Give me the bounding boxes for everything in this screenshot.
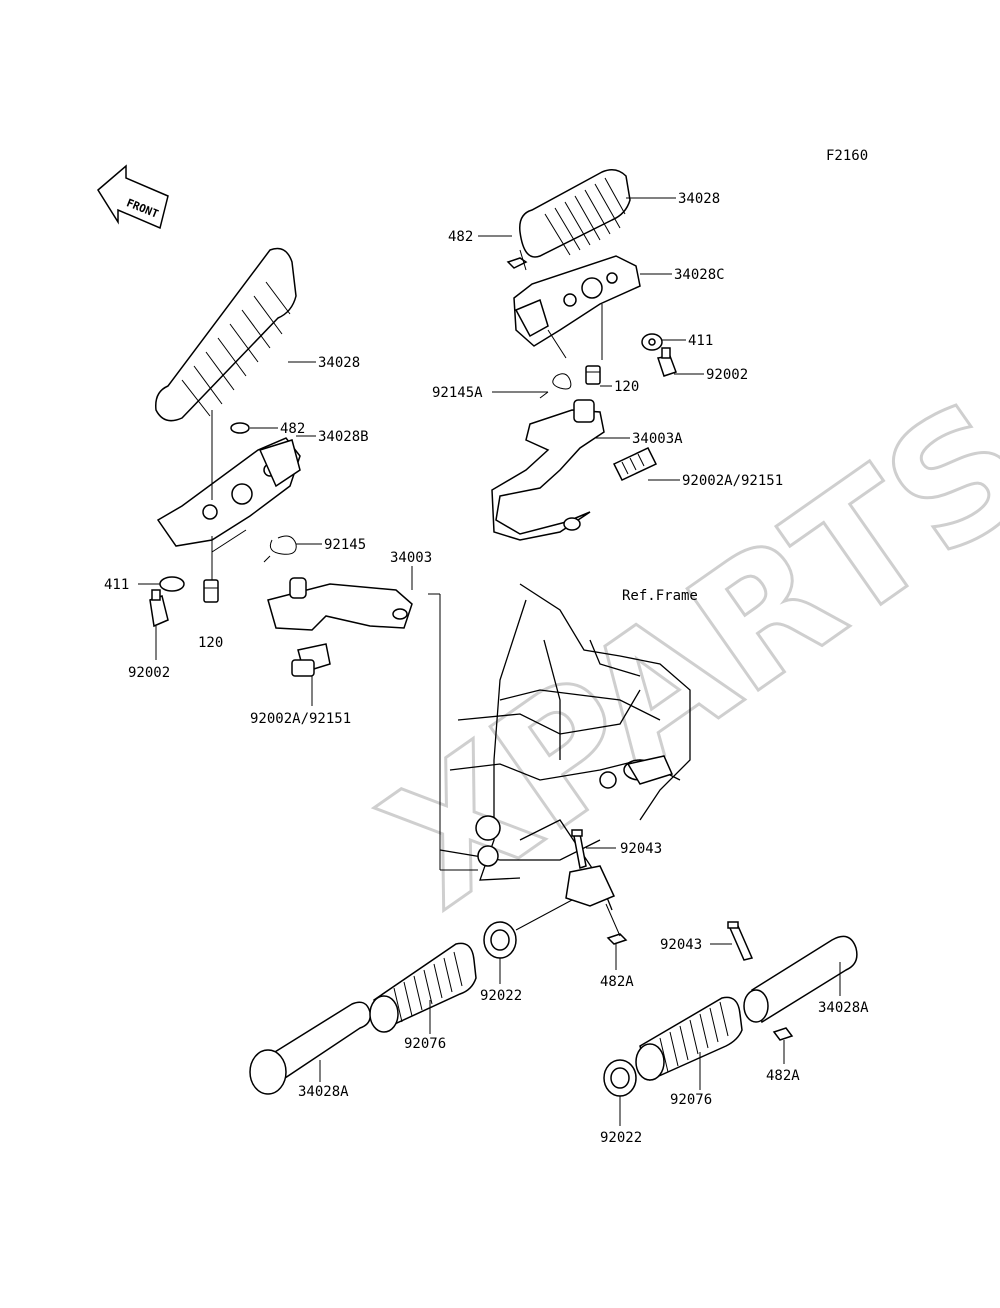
callout-34028C: 34028C (674, 267, 725, 283)
callout-92002A-right: 92002A/92151 (682, 473, 783, 489)
callout-34028B: 34028B (318, 429, 369, 445)
watermark: XPARTS (351, 363, 1000, 946)
front-arrow-icon: FRONT (97, 164, 169, 230)
callout-482A-center: 482A (600, 974, 634, 990)
callout-92145: 92145 (324, 537, 366, 553)
footpeg-bracket-34028B[interactable] (156, 437, 301, 547)
callout-411-right: 411 (688, 333, 713, 349)
callout-411-left: 411 (104, 577, 129, 593)
washer-482-left[interactable] (230, 422, 250, 434)
callout-92145A: 92145A (432, 385, 483, 401)
peg-rubber-92076-left[interactable] (369, 942, 477, 1033)
peg-rubber-92076-right[interactable] (635, 996, 743, 1082)
leader-lines (138, 197, 841, 1126)
figure-code: F2160 (826, 148, 868, 164)
bolt-92002A-right[interactable] (612, 447, 658, 481)
callout-92002-right: 92002 (706, 367, 748, 383)
callout-34028A-right: 34028A (818, 1000, 869, 1016)
washer-411-left[interactable] (159, 576, 185, 592)
reference-note: Ref.Frame (622, 588, 698, 604)
callout-92043-center: 92043 (620, 841, 662, 857)
clip-482A-center[interactable] (606, 933, 628, 945)
washer-92022-center[interactable] (483, 921, 517, 959)
bolt-120-right[interactable] (585, 365, 601, 385)
footpeg-rubber-left[interactable] (155, 247, 297, 422)
bolt-92002A-left[interactable] (291, 643, 331, 677)
peg-shaft-34028A-right[interactable] (743, 935, 858, 1024)
pin-92043-center[interactable] (571, 829, 587, 869)
callout-34028-right: 34028 (678, 191, 720, 207)
callout-482A-right: 482A (766, 1068, 800, 1084)
callout-482-left: 482 (280, 421, 305, 437)
callout-482-right: 482 (448, 229, 473, 245)
callout-92002-left: 92002 (128, 665, 170, 681)
clip-482A-right[interactable] (772, 1027, 794, 1041)
footpeg-holder-34003[interactable] (267, 577, 413, 631)
pin-92043-right[interactable] (727, 921, 754, 961)
callout-34028A-left: 34028A (298, 1084, 349, 1100)
footpeg-holder-34003A[interactable] (491, 399, 605, 541)
callout-92002A-left: 92002A/92151 (250, 711, 351, 727)
callout-92022-center: 92022 (480, 988, 522, 1004)
pin-92002-left[interactable] (149, 589, 169, 628)
washer-482-right[interactable] (506, 257, 528, 269)
spring-92145A[interactable] (539, 373, 572, 399)
callout-120-left: 120 (198, 635, 223, 651)
callout-34003: 34003 (390, 550, 432, 566)
washer-411-right[interactable] (641, 333, 663, 351)
peg-shaft-34028A-left[interactable] (249, 1001, 372, 1095)
spring-92145[interactable] (263, 535, 297, 563)
callout-34003A: 34003A (632, 431, 683, 447)
frame-reference (439, 583, 691, 911)
footpeg-bracket-34028C[interactable] (513, 255, 641, 347)
callout-92043-right: 92043 (660, 937, 702, 953)
footpeg-rubber-right[interactable] (519, 169, 631, 258)
callout-34028-left: 34028 (318, 355, 360, 371)
pin-92002-right[interactable] (657, 347, 677, 377)
callout-92076-right: 92076 (670, 1092, 712, 1108)
washer-92022-bottom[interactable] (603, 1059, 637, 1097)
callout-92076-left: 92076 (404, 1036, 446, 1052)
callout-92022-bottom: 92022 (600, 1130, 642, 1146)
bolt-120-left[interactable] (203, 579, 219, 603)
callout-120-right: 120 (614, 379, 639, 395)
